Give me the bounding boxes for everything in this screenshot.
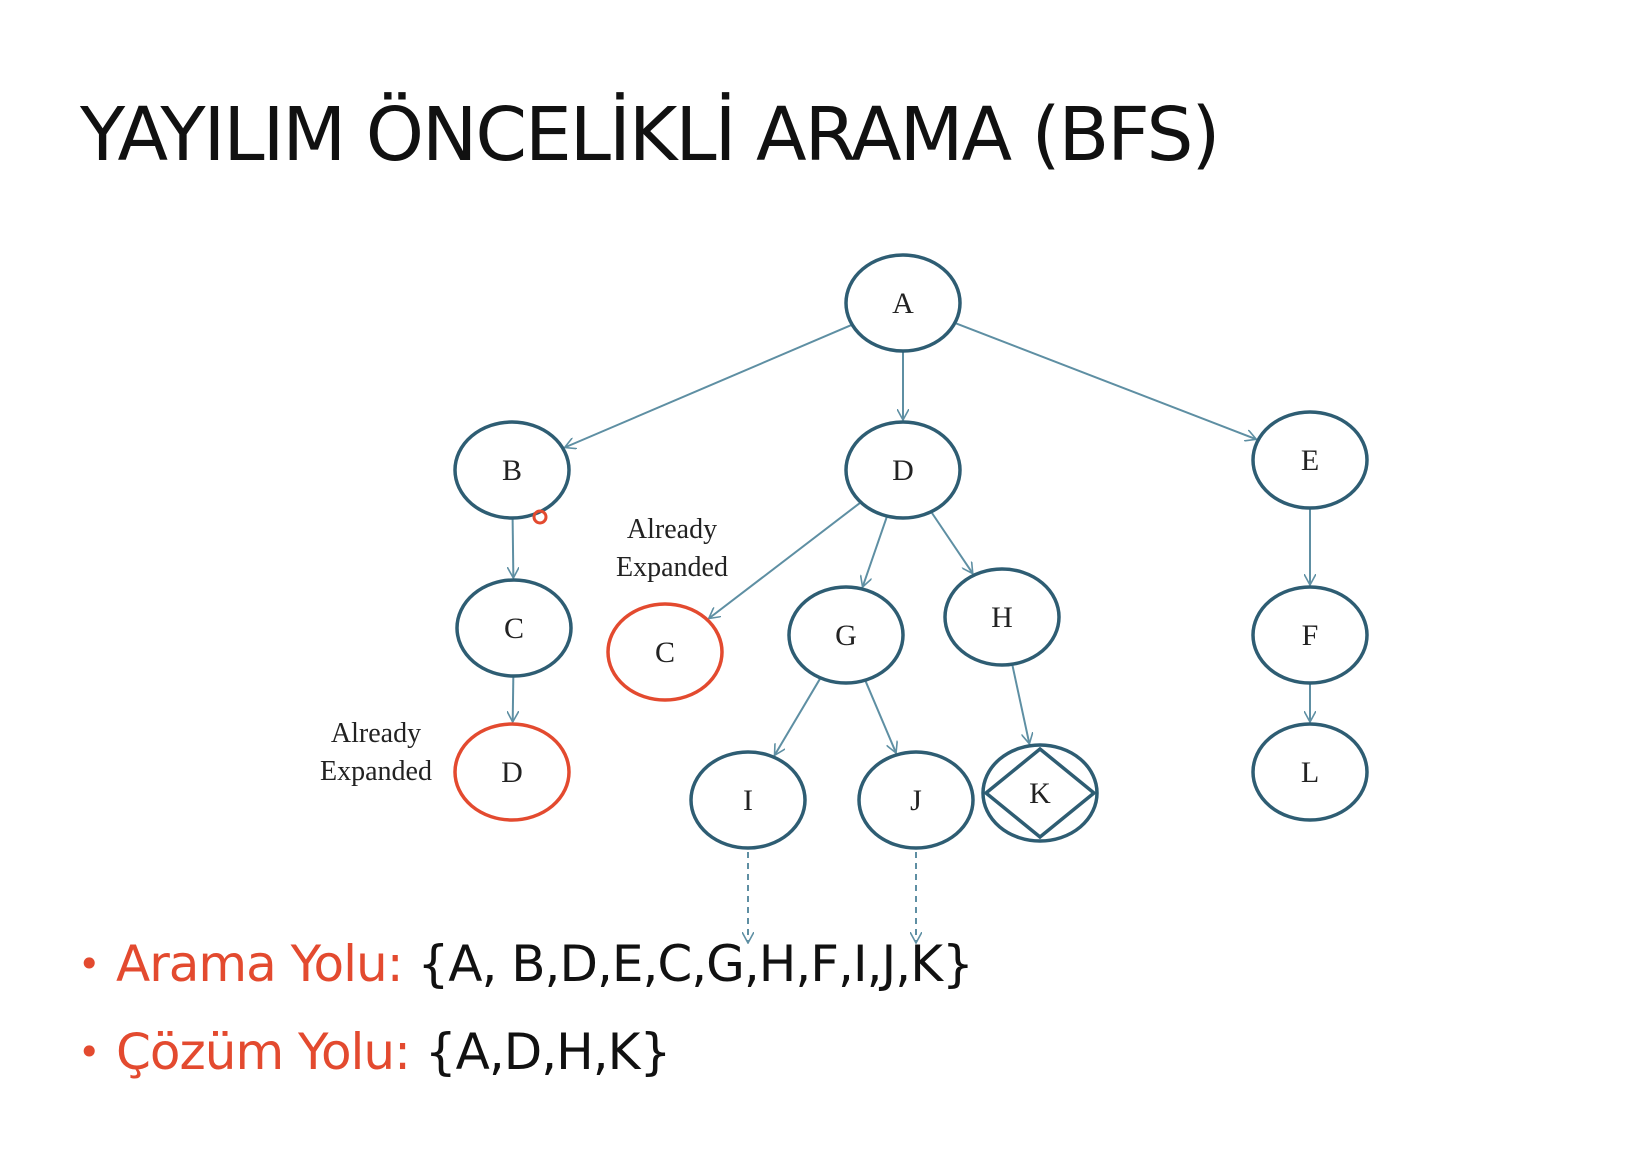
node-label: E	[1301, 444, 1319, 477]
node-a: A	[844, 253, 962, 353]
node-g: G	[787, 585, 905, 685]
node-d: D	[844, 420, 962, 520]
bullet-value: {A, B,D,E,C,G,H,F,I,J,K}	[417, 935, 973, 993]
edge-d-h	[930, 511, 973, 574]
bullet-key: Arama Yolu:	[116, 935, 418, 993]
cursor-marker	[532, 509, 548, 525]
edge-a-b	[565, 323, 853, 448]
node-k: K	[981, 743, 1099, 843]
tree-edges	[513, 322, 1310, 943]
node-label: D	[501, 756, 523, 789]
node-label: H	[991, 601, 1013, 634]
node-b: B	[453, 420, 571, 520]
edge-b-c	[513, 517, 514, 578]
node-h: H	[943, 567, 1061, 667]
node-label: D	[892, 454, 914, 487]
node-d2-already-expanded: D	[453, 722, 571, 822]
node-label: C	[655, 636, 675, 669]
node-label: A	[892, 287, 914, 320]
node-l: L	[1251, 722, 1369, 822]
edge-d-g	[863, 515, 889, 587]
node-j: J	[857, 750, 975, 850]
bullet-dot-icon: •	[78, 1030, 100, 1074]
node-c: C	[455, 578, 573, 678]
goal-diamond-icon	[983, 746, 1097, 840]
slide-title: YAYILIM ÖNCELİKLİ ARAMA (BFS)	[80, 92, 1220, 178]
node-label: F	[1302, 619, 1319, 652]
edge-h-k	[1011, 664, 1029, 744]
node-label: G	[835, 619, 857, 652]
edge-c-d2	[513, 675, 514, 722]
edge-g-i	[773, 677, 822, 755]
tree-nodes: A B D E C C G H F D I J K L	[453, 253, 1369, 850]
node-e: E	[1251, 410, 1369, 510]
node-f: F	[1251, 585, 1369, 685]
node-label: K	[1029, 777, 1051, 810]
node-i: I	[689, 750, 807, 850]
bullet-value: {A,D,H,K}	[424, 1023, 671, 1081]
edge-d-c2	[709, 501, 862, 618]
bullet-search-path: • Arama Yolu: {A, B,D,E,C,G,H,F,I,J,K}	[78, 920, 974, 1008]
bullet-solution-path: • Çözüm Yolu: {A,D,H,K}	[78, 1008, 973, 1096]
node-label: I	[743, 784, 753, 817]
bullet-key: Çözüm Yolu:	[116, 1023, 425, 1081]
edge-g-j	[864, 679, 896, 753]
node-c2-already-expanded: C	[606, 602, 724, 702]
node-label: J	[910, 784, 922, 817]
bullet-list: • Arama Yolu: {A, B,D,E,C,G,H,F,I,J,K} • Ç…	[78, 920, 974, 1096]
node-label: L	[1301, 756, 1319, 789]
node-label: C	[504, 612, 524, 645]
edge-a-e	[954, 322, 1256, 439]
node-label: B	[502, 454, 522, 487]
bullet-dot-icon: •	[78, 942, 100, 986]
